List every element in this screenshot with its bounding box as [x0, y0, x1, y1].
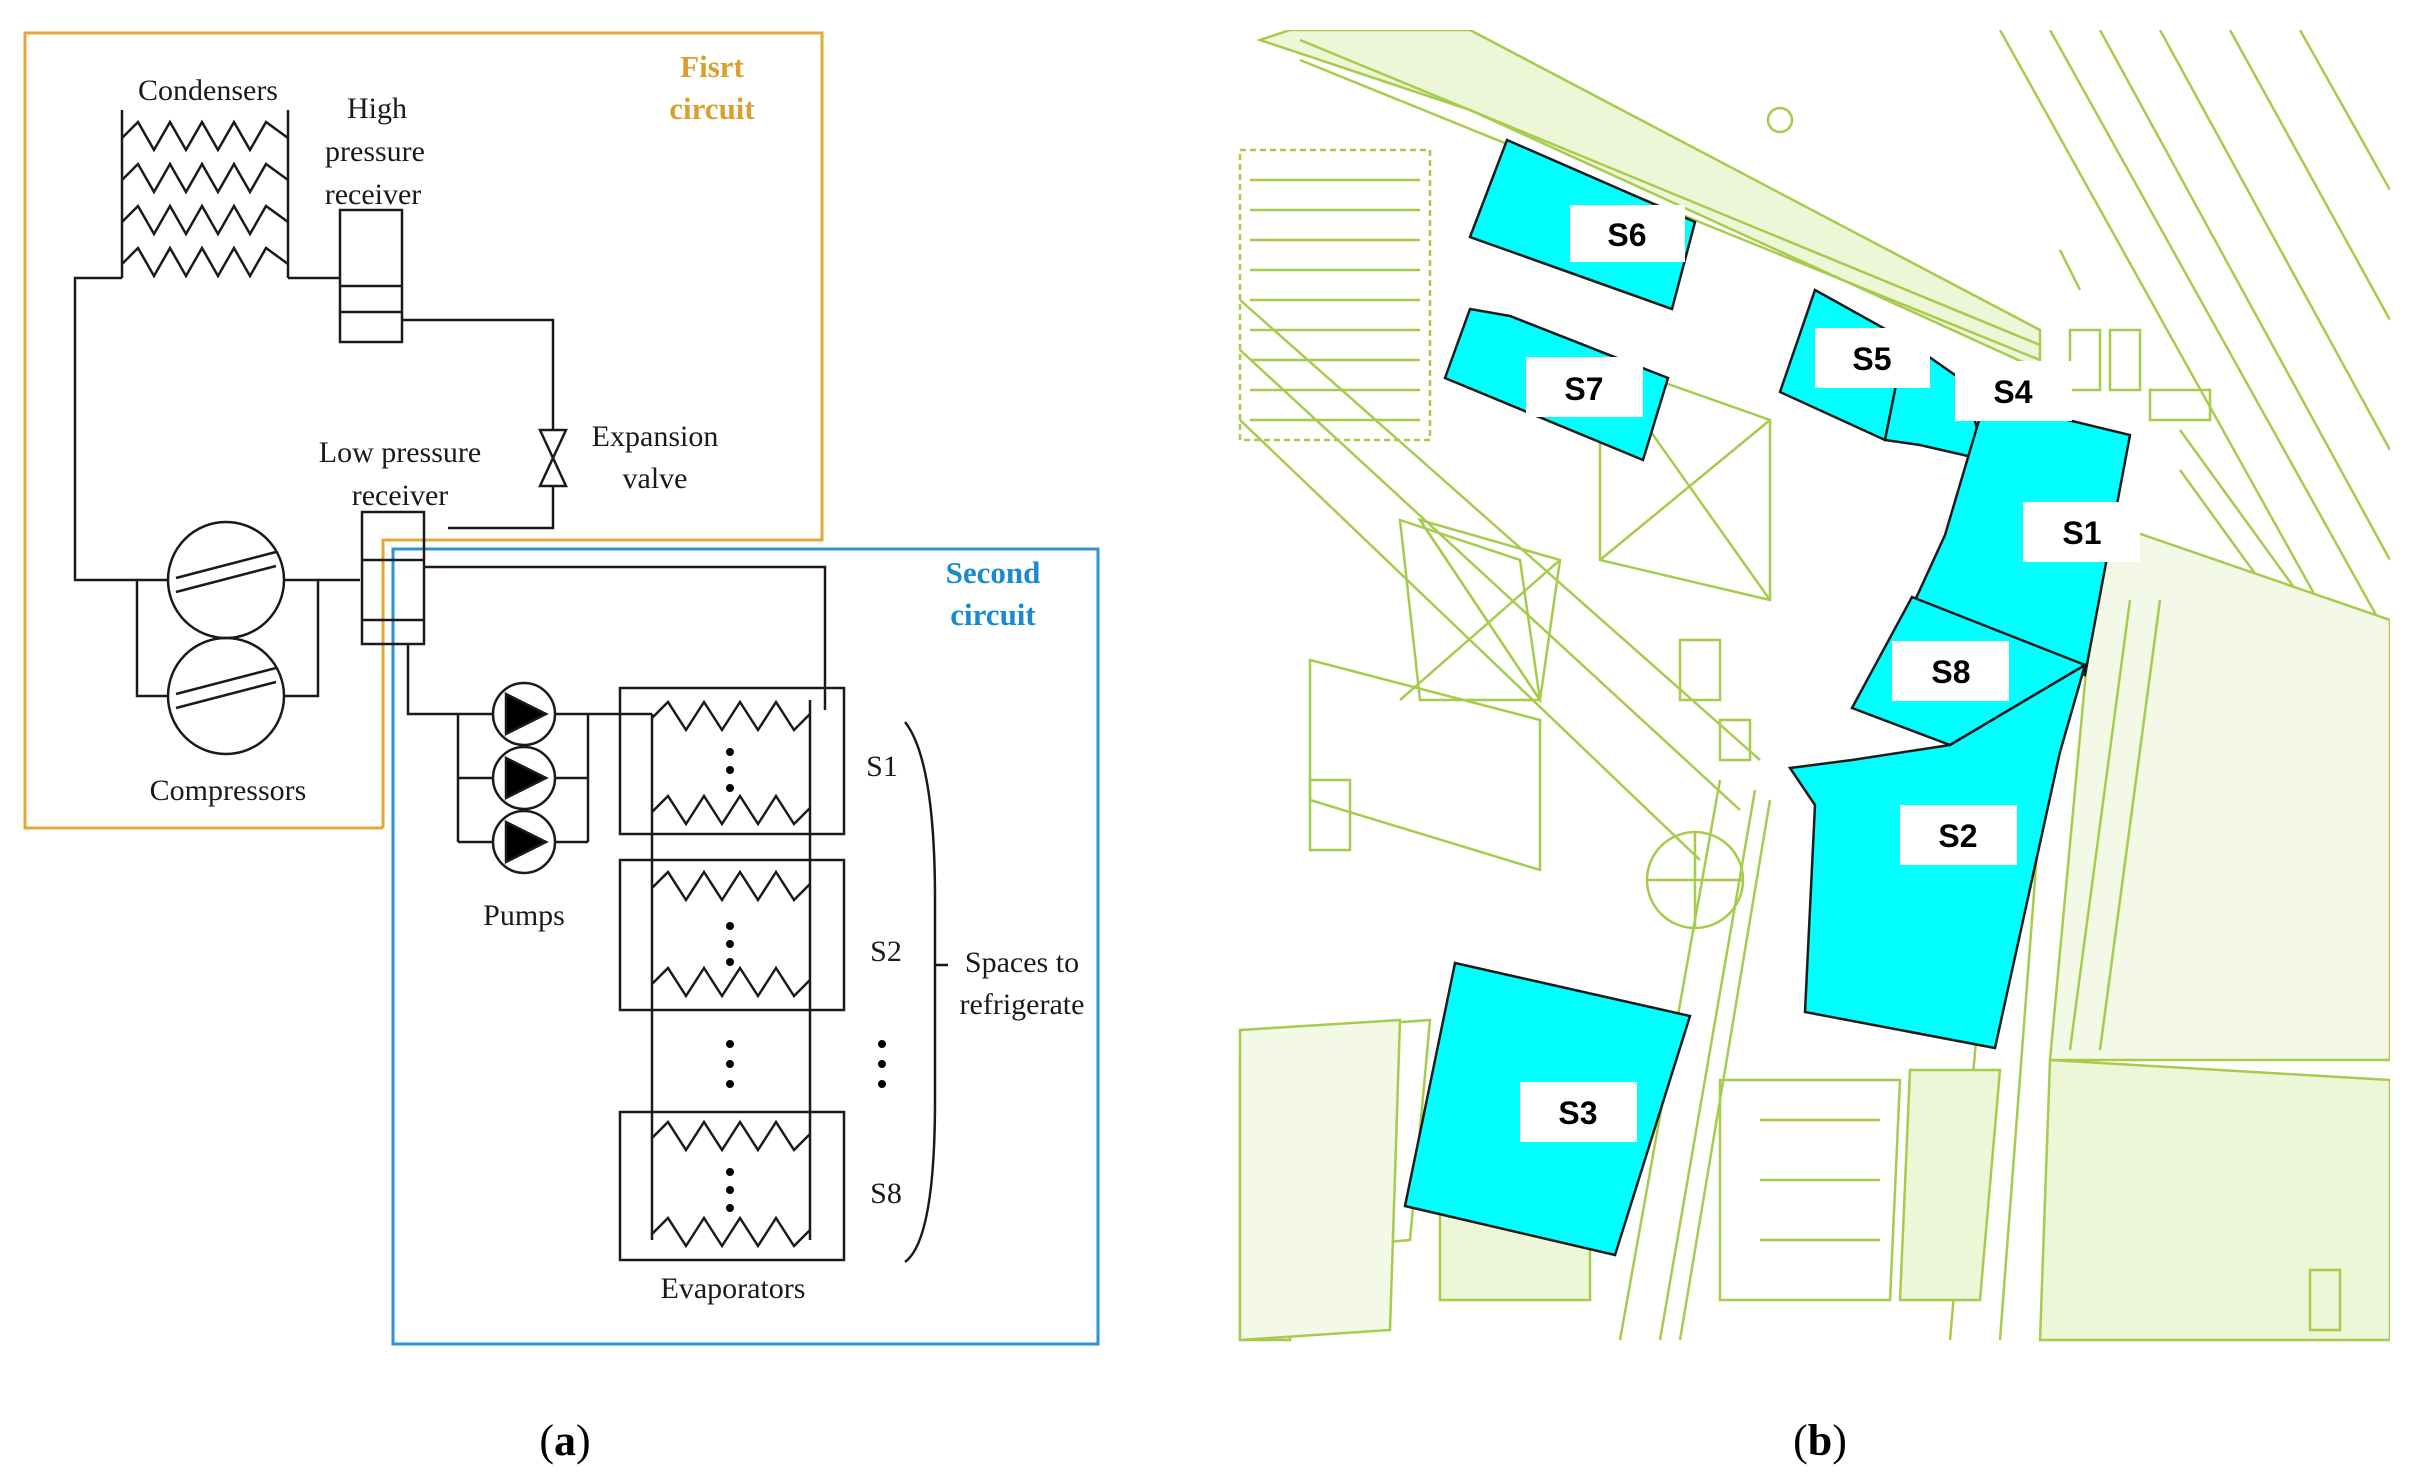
- low-pressure-receiver: [360, 510, 426, 646]
- svg-text:(a): (a): [539, 1416, 590, 1465]
- refrigerated-spaces: [1403, 138, 2132, 1257]
- compressors-label: Compressors: [150, 774, 307, 807]
- evaporators: [618, 686, 846, 1262]
- second-circuit-boundary: [391, 547, 1100, 1346]
- space-s8-label: S8: [1931, 654, 1970, 690]
- first-circuit-title-line1: Fisrt: [680, 49, 744, 84]
- high-pressure-label-line2: pressure: [325, 135, 425, 168]
- spaces-to-refrigerate-line1: Spaces to: [965, 946, 1079, 979]
- space-s2-label: S2: [1938, 818, 1977, 854]
- pumps: [491, 681, 557, 875]
- space-s6-label: S6: [1607, 217, 1646, 253]
- first-circuit-title-line2: circuit: [669, 91, 755, 126]
- high-pressure-label-line3: receiver: [325, 178, 422, 211]
- pumps-label: Pumps: [483, 899, 565, 932]
- space-s7-label: S7: [1564, 371, 1603, 407]
- space-labels: S6 S7 S5 S4 S1 S8 S2 S3: [1520, 205, 2140, 1142]
- caption-b-letter: b: [1808, 1416, 1832, 1465]
- space-label-s1: S1: [866, 750, 898, 783]
- space-s4-label: S4: [1993, 374, 2032, 410]
- plan-linework: [1238, 30, 2390, 1342]
- spaces-brace: [904, 721, 937, 1264]
- expansion-valve-label-line1: Expansion: [592, 420, 719, 453]
- caption-a-letter: a: [554, 1416, 576, 1465]
- caption-a: (a): [539, 1416, 590, 1465]
- second-circuit-title-line2: circuit: [950, 597, 1036, 632]
- first-circuit-boundary: [23, 31, 824, 830]
- high-pressure-receiver: [338, 208, 404, 344]
- expansion-valve: [538, 428, 568, 488]
- ellipsis-dots: [726, 748, 886, 1212]
- high-pressure-label-line1: High: [347, 92, 407, 125]
- panel-a-schematic: Fisrt circuit Second circuit Condensers …: [23, 31, 1100, 1346]
- second-circuit-piping: [406, 565, 827, 844]
- space-label-s2: S2: [870, 935, 902, 968]
- condensers: [120, 110, 290, 279]
- caption-b: (b): [1793, 1416, 1847, 1465]
- compressors: [135, 520, 320, 756]
- space-label-s8: S8: [870, 1177, 902, 1210]
- panel-b-site-plan: S6 S7 S5 S4 S1 S8 S2 S3: [1238, 30, 2390, 1342]
- condensers-label: Condensers: [138, 74, 278, 107]
- evaporators-label: Evaporators: [661, 1272, 806, 1305]
- svg-text:(b): (b): [1793, 1416, 1847, 1465]
- spaces-to-refrigerate-line2: refrigerate: [960, 988, 1085, 1021]
- low-pressure-label-line1: Low pressure: [319, 436, 481, 469]
- space-s1-label: S1: [2062, 515, 2101, 551]
- space-s3-label: S3: [1558, 1095, 1597, 1131]
- low-pressure-label-line2: receiver: [352, 479, 449, 512]
- expansion-valve-label-line2: valve: [623, 462, 688, 495]
- space-s5-label: S5: [1852, 341, 1891, 377]
- second-circuit-title-line1: Second: [946, 555, 1041, 590]
- first-circuit-piping: [73, 276, 555, 582]
